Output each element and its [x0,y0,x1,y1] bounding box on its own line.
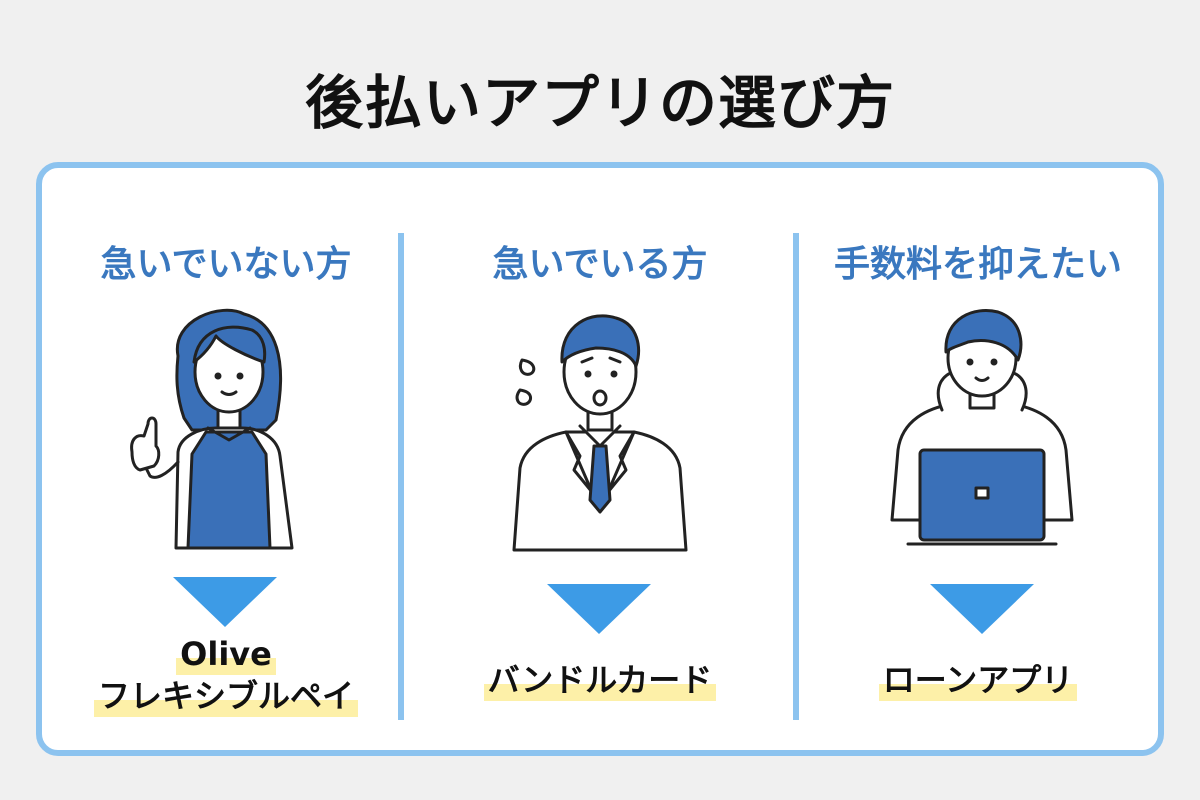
column-heading-hurried: 急いでいる方 [492,244,708,285]
result-loan-app-label: ローンアプリ [878,661,1078,701]
down-arrow-icon [930,584,1034,634]
down-arrow-icon [547,584,651,634]
businessman-sweating-icon [512,314,688,552]
result-olive-label: Olive [176,635,276,675]
page-title: 後払いアプリの選び方 [304,69,895,137]
column-heading-not-hurried: 急いでいない方 [100,244,352,285]
person-with-laptop-icon [890,309,1074,546]
result-bundle-card-label: バンドルカード [483,661,717,701]
result-loan-app: ローンアプリ [808,661,1148,701]
woman-pointing-icon [130,308,294,550]
result-flexible-pay-label: フレキシブルペイ [93,677,358,717]
down-arrow-icon [173,577,277,627]
result-bundle-card: バンドルカード [414,661,786,701]
result-flexible-pay: フレキシブルペイ [60,677,392,717]
column-divider-1 [398,233,404,720]
column-heading-low-fee: 手数料を抑えたい [833,244,1122,285]
column-divider-2 [793,233,799,720]
result-olive: Olive [60,635,392,675]
